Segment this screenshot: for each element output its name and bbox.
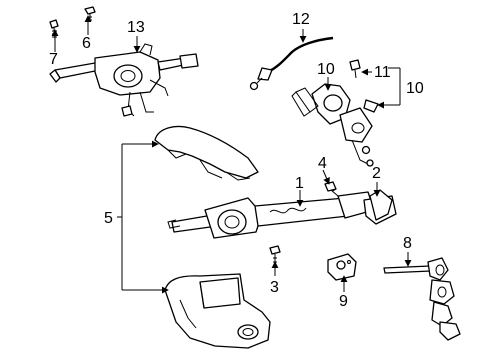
callout-4: 4 [318, 155, 327, 172]
part-12-cable [249, 36, 334, 91]
part-4-bolt [324, 181, 339, 197]
part-5-lower-cover [164, 273, 271, 349]
callout-13: 13 [127, 19, 145, 36]
callout-9: 9 [339, 293, 348, 310]
callout-12: 12 [292, 11, 310, 28]
callout-7: 7 [49, 51, 58, 68]
callout-1: 1 [295, 175, 304, 192]
part-9-housing [327, 253, 357, 281]
part-5-upper-cover [154, 125, 259, 181]
callout-3: 3 [270, 279, 279, 296]
callout-10-right: 10 [406, 80, 424, 97]
callout-8: 8 [403, 235, 412, 252]
part-8-intermediate-shaft [383, 257, 461, 341]
part-10-11-lock-assembly [291, 59, 379, 167]
callout-10-upper: 10 [317, 61, 335, 78]
part-7-screw [49, 19, 59, 41]
part-13-combination-switch [49, 43, 199, 117]
part-1-steering-column [167, 191, 397, 239]
callout-labels: 7 6 13 12 10 11 10 1 2 4 5 3 9 8 [49, 11, 424, 310]
callout-11: 11 [374, 64, 391, 81]
leader-lines [51, 15, 412, 294]
callout-2: 2 [372, 165, 381, 182]
part-6-screw [84, 6, 96, 22]
callout-5: 5 [104, 210, 113, 227]
callout-6: 6 [82, 35, 91, 52]
